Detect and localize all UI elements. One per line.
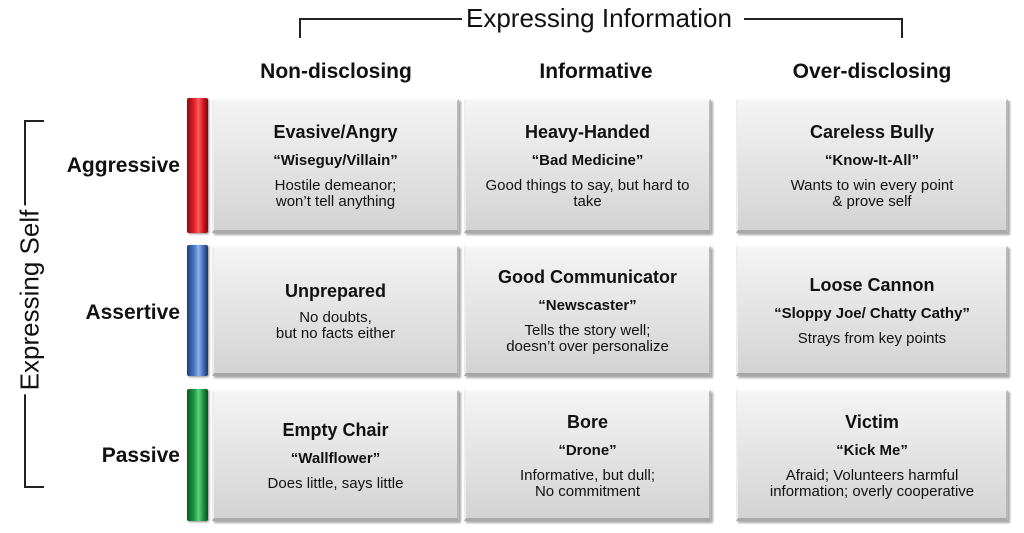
cell-bore: Bore “Drone” Informative, but dull; No c… bbox=[464, 390, 711, 521]
cell-name: Loose Cannon bbox=[809, 275, 935, 295]
cell-name: Careless Bully bbox=[809, 122, 935, 142]
cell-loose-cannon: Loose Cannon “Sloppy Joe/ Chatty Cathy” … bbox=[736, 246, 1008, 376]
cell-nickname: “Drone” bbox=[558, 441, 617, 459]
cell-description: Strays from key points bbox=[797, 330, 947, 347]
cell-name: Unprepared bbox=[284, 280, 387, 301]
top-axis-title: Expressing Information bbox=[462, 3, 736, 34]
cell-name: Bore bbox=[566, 411, 608, 432]
cell-description: Tells the story well; doesn’t over perso… bbox=[506, 322, 669, 355]
cell-name: Good Communicator bbox=[498, 267, 677, 287]
assertive-color-bar bbox=[187, 245, 208, 376]
side-bracket-bottom-tick bbox=[24, 486, 44, 488]
cell-description: Afraid; Volunteers harmful information; … bbox=[769, 466, 975, 500]
cell-unprepared: Unprepared No doubts, but no facts eithe… bbox=[212, 246, 459, 376]
column-header-informative: Informative bbox=[539, 60, 653, 83]
passive-color-bar bbox=[187, 389, 208, 521]
cell-name: Heavy-Handed bbox=[524, 122, 651, 142]
row-label-aggressive: Aggressive bbox=[66, 154, 180, 177]
top-bracket-right-tick bbox=[901, 18, 903, 38]
column-header-over-disclosing: Over-disclosing bbox=[792, 60, 952, 83]
cell-good-communicator: Good Communicator “Newscaster” Tells the… bbox=[464, 246, 711, 376]
aggressive-color-bar bbox=[187, 98, 208, 233]
cell-nickname: “Wallflower” bbox=[290, 449, 381, 467]
top-bracket-right-line bbox=[744, 18, 903, 20]
row-label-passive: Passive bbox=[101, 444, 180, 467]
cell-nickname: “Wiseguy/Villain” bbox=[273, 152, 398, 169]
cell-description: Informative, but dull; No commitment bbox=[519, 466, 656, 500]
top-bracket-left-tick bbox=[299, 18, 301, 38]
side-bracket-top-tick bbox=[24, 120, 44, 122]
cell-description: No doubts, but no facts either bbox=[275, 308, 396, 342]
column-header-non-disclosing: Non-disclosing bbox=[260, 60, 412, 83]
cell-nickname: “Kick Me” bbox=[836, 441, 908, 459]
cell-description: Hostile demeanor; won’t tell anything bbox=[274, 177, 397, 210]
cell-name: Evasive/Angry bbox=[273, 122, 398, 142]
cell-empty-chair: Empty Chair “Wallflower” Does little, sa… bbox=[212, 390, 459, 521]
side-axis-title: Expressing Self bbox=[14, 205, 46, 395]
cell-description: Does little, says little bbox=[267, 474, 404, 492]
cell-nickname: “Know-It-All” bbox=[824, 152, 920, 169]
cell-nickname: “Sloppy Joe/ Chatty Cathy” bbox=[774, 305, 970, 322]
top-bracket-left-line bbox=[299, 18, 469, 20]
row-label-assertive: Assertive bbox=[85, 301, 180, 324]
cell-description: Good things to say, but hard to take bbox=[485, 177, 690, 210]
cell-nickname: “Bad Medicine” bbox=[531, 152, 644, 169]
cell-victim: Victim “Kick Me” Afraid; Volunteers harm… bbox=[736, 390, 1008, 521]
cell-heavy-handed: Heavy-Handed “Bad Medicine” Good things … bbox=[464, 99, 711, 233]
cell-description: Wants to win every point & prove self bbox=[790, 177, 954, 210]
cell-careless-bully: Careless Bully “Know-It-All” Wants to wi… bbox=[736, 99, 1008, 233]
cell-nickname: “Newscaster” bbox=[538, 297, 637, 314]
cell-name: Victim bbox=[845, 411, 899, 432]
cell-evasive-angry: Evasive/Angry “Wiseguy/Villain” Hostile … bbox=[212, 99, 459, 233]
cell-name: Empty Chair bbox=[282, 419, 389, 440]
